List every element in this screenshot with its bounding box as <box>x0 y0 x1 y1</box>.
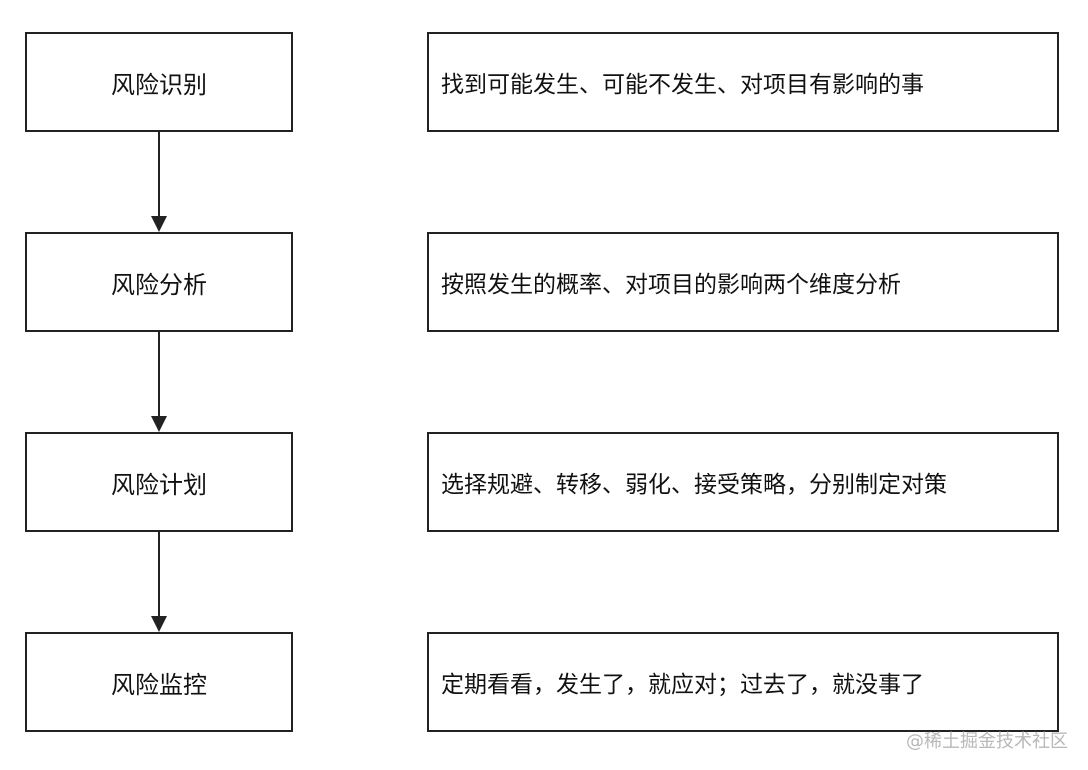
description-box-risk-planning: 选择规避、转移、弱化、接受策略，分别制定对策 <box>427 432 1059 532</box>
step-label: 风险识别 <box>111 70 207 99</box>
step-box-risk-planning: 风险计划 <box>25 432 293 532</box>
step-description: 选择规避、转移、弱化、接受策略，分别制定对策 <box>441 472 947 498</box>
step-box-risk-monitoring: 风险监控 <box>25 632 293 732</box>
step-label: 风险分析 <box>111 270 207 299</box>
arrow-head-icon <box>151 616 167 632</box>
step-description: 按照发生的概率、对项目的影响两个维度分析 <box>441 272 901 298</box>
arrow-planning-to-monitoring <box>151 532 167 632</box>
arrow-head-icon <box>151 416 167 432</box>
arrow-head-icon <box>151 216 167 232</box>
step-box-risk-analysis: 风险分析 <box>25 232 293 332</box>
step-description: 定期看看，发生了，就应对；过去了，就没事了 <box>441 672 924 698</box>
arrow-analysis-to-planning <box>151 332 167 432</box>
description-box-risk-identification: 找到可能发生、可能不发生、对项目有影响的事 <box>427 32 1059 132</box>
description-box-risk-analysis: 按照发生的概率、对项目的影响两个维度分析 <box>427 232 1059 332</box>
step-label: 风险监控 <box>111 670 207 699</box>
watermark-text: @稀土掘金技术社区 <box>906 731 1068 752</box>
step-box-risk-identification: 风险识别 <box>25 32 293 132</box>
description-box-risk-monitoring: 定期看看，发生了，就应对；过去了，就没事了 <box>427 632 1059 732</box>
step-label: 风险计划 <box>111 470 207 499</box>
arrow-identification-to-analysis <box>151 132 167 232</box>
step-description: 找到可能发生、可能不发生、对项目有影响的事 <box>441 72 924 98</box>
